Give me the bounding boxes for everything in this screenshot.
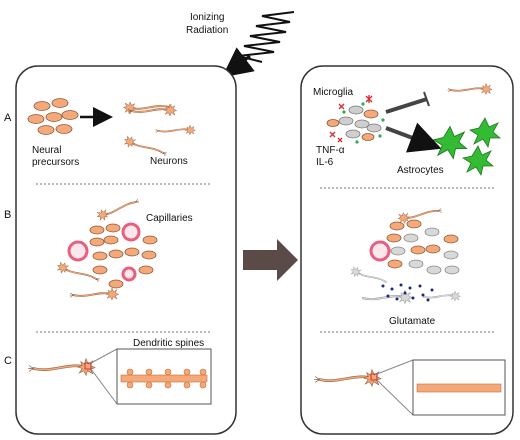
arrow-right-icon — [243, 239, 298, 281]
dendritic-spines-label: Dendritic spines — [133, 338, 204, 349]
tnf-alpha-label: TNF-α — [316, 145, 345, 156]
capillaries-label: Capillaries — [146, 213, 193, 224]
radiation-label-line1: Ionizing — [190, 12, 224, 23]
astrocytes-label: Astrocytes — [397, 165, 444, 176]
inhibition-bar-icon — [385, 91, 430, 114]
glutamate-label: Glutamate — [389, 316, 436, 327]
zoom-line-top — [376, 359, 414, 375]
right-panel — [300, 65, 514, 435]
radiation-label-line2: Radiation — [186, 25, 228, 36]
microglia-icon — [326, 95, 385, 144]
dendrite-with-spines — [120, 368, 208, 389]
glutamate-dots — [381, 283, 434, 302]
il6-label: IL-6 — [316, 157, 334, 168]
zoom-line-bottom — [90, 368, 118, 405]
il6-cytokine-dots — [342, 102, 385, 144]
activation-arrow — [385, 122, 442, 153]
microglia-label: Microglia — [313, 87, 353, 98]
neural-precursors-cluster — [27, 98, 79, 135]
row-label-b: B — [4, 209, 11, 221]
capillaries-cells-irradiated — [369, 219, 460, 275]
capillaries-cells — [67, 222, 158, 289]
row-label-c: C — [4, 355, 12, 367]
zoom-line-bottom — [376, 379, 414, 416]
lightning-wave-icon — [237, 11, 295, 63]
tnf-cytokine-stars — [329, 95, 373, 143]
neural-precursors-label-line2: precursors — [32, 157, 79, 168]
radiation-arrow — [221, 47, 255, 78]
dendrite-without-spines — [416, 383, 502, 393]
spine-highlight — [84, 362, 92, 370]
neurons-label: Neurons — [150, 156, 188, 167]
row-label-a: A — [4, 112, 12, 124]
zoom-line-top — [90, 348, 118, 364]
neural-precursors-label-line1: Neural — [32, 145, 61, 156]
spine-highlight — [370, 373, 378, 381]
